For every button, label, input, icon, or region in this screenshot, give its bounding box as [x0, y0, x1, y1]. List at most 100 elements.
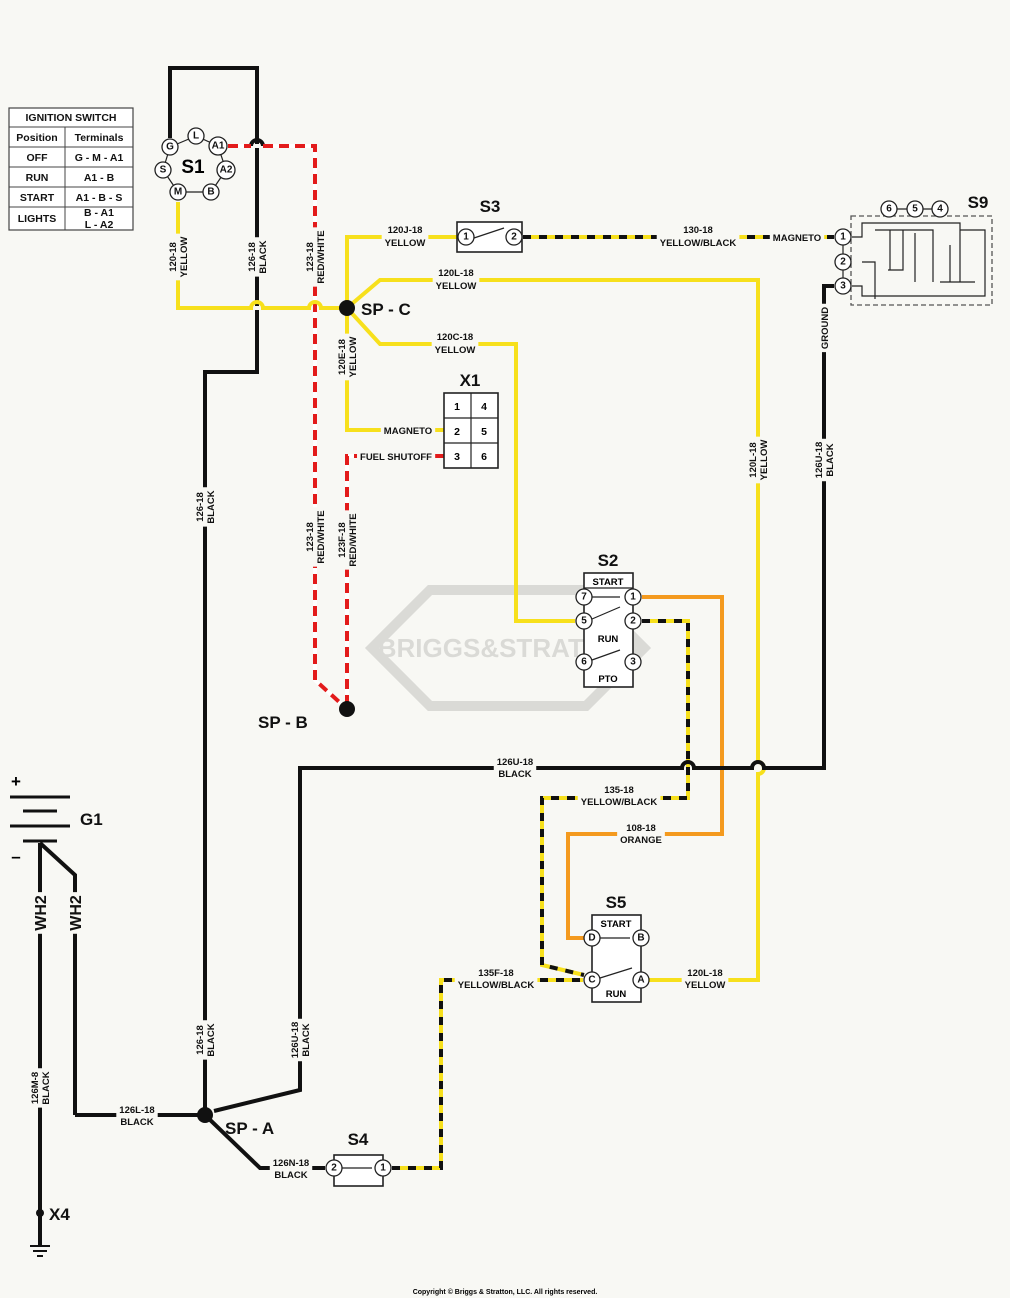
svg-text:135F-18: 135F-18 [478, 968, 513, 979]
svg-text:135-18: 135-18 [604, 785, 634, 796]
svg-text:S9: S9 [968, 193, 989, 212]
svg-text:2: 2 [840, 257, 846, 268]
svg-text:5: 5 [481, 426, 487, 438]
svg-text:3: 3 [630, 657, 636, 668]
svg-text:RED/WHITE: RED/WHITE [348, 513, 359, 566]
s1-terminal-m: M [169, 183, 187, 201]
svg-text:1: 1 [454, 401, 460, 413]
svg-text:YELLOW: YELLOW [385, 238, 426, 249]
svg-text:A1: A1 [212, 141, 225, 152]
svg-text:126-18: 126-18 [195, 1025, 206, 1055]
label-background [769, 232, 825, 245]
svg-text:G: G [166, 142, 174, 153]
label-background [747, 436, 771, 484]
svg-text:126N-18: 126N-18 [273, 1158, 309, 1169]
svg-text:126U-18: 126U-18 [497, 757, 533, 768]
wire-label-wh2-b: WH2 [67, 892, 86, 934]
table-cell: OFF [27, 152, 49, 164]
svg-text:120J-18: 120J-18 [388, 225, 423, 236]
label-background [357, 451, 436, 464]
switch-s2: S2 START RUN PTO 7 1 5 2 6 3 [575, 551, 642, 688]
svg-text:BLACK: BLACK [206, 490, 217, 523]
svg-text:MAGNETO: MAGNETO [773, 233, 821, 244]
svg-text:130-18: 130-18 [683, 225, 713, 236]
sp-c-label: SP - C [361, 300, 411, 319]
svg-text:6: 6 [886, 204, 892, 215]
s1-terminal-a2: A2 [216, 160, 236, 180]
svg-text:S4: S4 [348, 1130, 369, 1149]
svg-text:BLACK: BLACK [41, 1071, 52, 1104]
svg-text:126-18: 126-18 [195, 492, 206, 522]
table-cell: LIGHTS [18, 213, 57, 225]
svg-text:S5: S5 [606, 893, 627, 912]
s1-terminal-g: G [161, 138, 179, 156]
svg-text:BLACK: BLACK [206, 1023, 217, 1056]
svg-text:RED/WHITE: RED/WHITE [316, 230, 327, 283]
battery-g1 [10, 795, 70, 843]
table-cell: A1 - B - S [76, 192, 123, 204]
svg-text:MAGNETO: MAGNETO [384, 426, 432, 437]
svg-text:6: 6 [481, 451, 487, 463]
s1-terminal-b: B [202, 183, 220, 201]
table-cell: B - A1 [84, 207, 114, 219]
svg-text:FUEL SHUTOFF: FUEL SHUTOFF [360, 452, 432, 463]
svg-text:3: 3 [840, 281, 846, 292]
svg-text:YELLOW: YELLOW [759, 440, 770, 481]
svg-text:S1: S1 [181, 157, 205, 178]
label-background [432, 267, 480, 293]
label-background [246, 237, 270, 277]
table-cell: L - A2 [85, 219, 114, 231]
label-background [336, 510, 360, 570]
copyright: Copyright © Briggs & Stratton, LLC. All … [413, 1288, 598, 1296]
label-background [336, 333, 360, 381]
module-s9: S9 6 5 4 1 2 3 [834, 193, 993, 306]
label-background [493, 756, 537, 781]
splice-sp-a [197, 1107, 213, 1123]
pin-label-magneto: MAGNETO [380, 425, 436, 438]
svg-text:120C-18: 120C-18 [437, 332, 473, 343]
svg-text:126-18: 126-18 [247, 242, 258, 272]
svg-text:108-18: 108-18 [626, 823, 656, 834]
switch-s3: S3 1 2 [456, 197, 523, 253]
table-cell: START [20, 192, 55, 204]
svg-text:4: 4 [937, 204, 943, 215]
label-background [681, 967, 729, 992]
svg-text:ORANGE: ORANGE [620, 835, 662, 846]
table-header-terminals: Terminals [75, 132, 124, 144]
svg-text:7: 7 [581, 592, 587, 603]
svg-text:2: 2 [630, 616, 636, 627]
s1-terminal-l: L [187, 127, 205, 145]
svg-text:C: C [588, 975, 595, 986]
wire-hop [249, 138, 265, 147]
svg-text:120-18: 120-18 [168, 242, 179, 272]
label-background [431, 331, 479, 357]
table-cell: G - M - A1 [75, 152, 124, 164]
wire-126-black-loop [168, 66, 259, 1115]
svg-text:BLACK: BLACK [301, 1023, 312, 1056]
svg-text:YELLOW: YELLOW [685, 980, 726, 991]
svg-text:123-18: 123-18 [305, 242, 316, 272]
switch-s4: S4 2 1 [325, 1130, 392, 1187]
svg-text:YELLOW: YELLOW [179, 237, 190, 278]
svg-text:S3: S3 [480, 197, 501, 216]
svg-text:2: 2 [331, 1163, 337, 1174]
wire-123-redwhite [228, 144, 349, 711]
s1-terminal-s: S [154, 161, 172, 179]
svg-text:126U-18: 126U-18 [814, 442, 825, 478]
svg-text:START: START [593, 577, 624, 588]
svg-text:YELLOW: YELLOW [348, 337, 359, 378]
svg-text:120L-18: 120L-18 [687, 968, 722, 979]
wire-120l-yellow [345, 278, 766, 982]
x4-point [36, 1209, 44, 1217]
svg-text:1: 1 [630, 592, 636, 603]
